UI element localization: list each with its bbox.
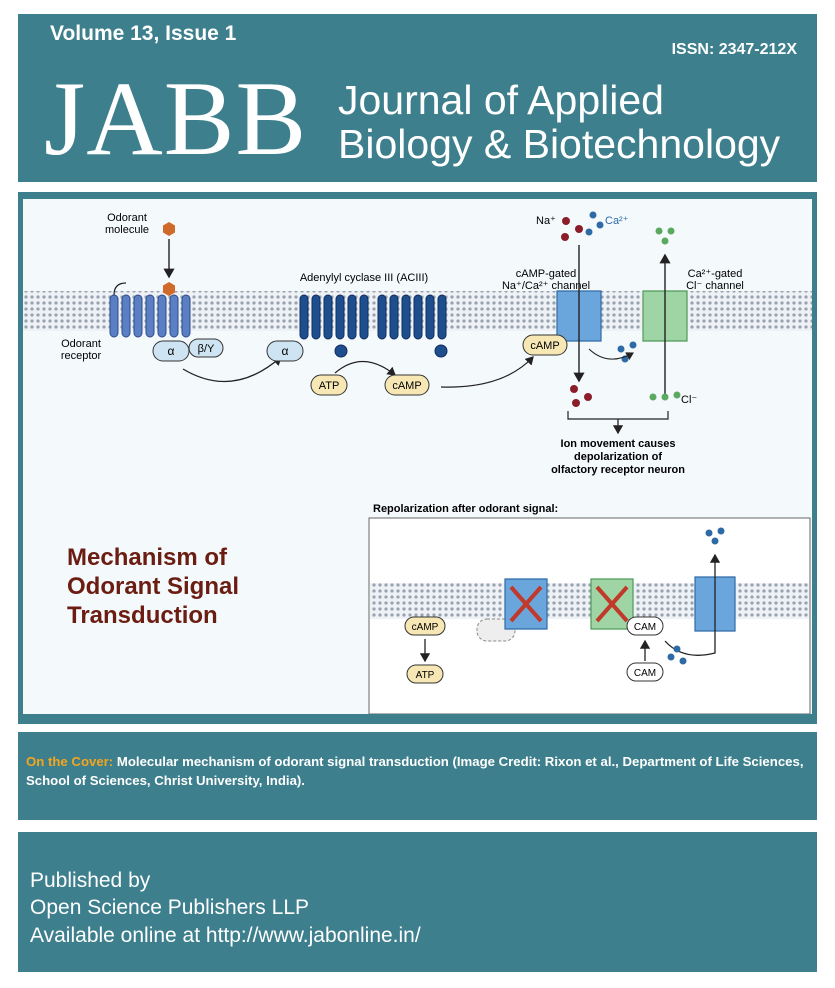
odorant-molecule-icon	[163, 222, 175, 236]
odorant-receptor-label-2: receptor	[61, 350, 102, 362]
publisher-name: Open Science Publishers LLP	[30, 896, 309, 919]
adenylyl-cyclase-label: Adenylyl cyclase III (ACIII)	[300, 272, 428, 284]
atp-label: ATP	[319, 380, 340, 392]
odorant-molecule-label-2: molecule	[105, 224, 149, 236]
cover-credit-text: On the Cover: Molecular mechanism of odo…	[26, 752, 807, 790]
cover-frame: Odorant molecule Odorant receptor α β/Y	[18, 192, 817, 724]
cover-credit: On the Cover: Molecular mechanism of odo…	[18, 732, 817, 820]
issn: ISSN: 2347-212X	[671, 41, 797, 58]
activated-g-alpha-label: α	[282, 344, 289, 358]
ion-movement-line3: olfactory receptor neuron	[551, 464, 685, 476]
cover-credit-label: On the Cover:	[26, 754, 114, 769]
sodium-ions	[561, 217, 592, 407]
repol-atp-token	[406, 664, 444, 684]
camp-channel-label-1: cAMP-gated	[516, 268, 577, 280]
odorant-receptor-label-1: Odorant	[61, 338, 101, 350]
cam-free-label: CAM	[634, 668, 656, 679]
cover-title-line3: Transduction	[67, 602, 218, 629]
journal-logo: JABB	[44, 60, 308, 177]
extruded-calcium-ions	[667, 527, 725, 665]
journal-header: Volume 13, Issue 1 ISSN: 2347-212X JABB …	[18, 14, 817, 182]
activated-g-alpha	[266, 340, 304, 362]
g-beta-gamma-subunit	[188, 338, 224, 358]
cl-channel-label-1: Ca²⁺-gated	[688, 268, 743, 280]
odorant-receptor	[109, 294, 191, 338]
repol-atp-label: ATP	[416, 670, 435, 681]
cover-title-line2: Odorant Signal	[67, 573, 239, 600]
repol-camp-label: cAMP	[412, 622, 439, 633]
cam-bound-token	[626, 616, 664, 636]
bound-camp-token	[522, 334, 568, 356]
journal-name-line2: Biology & Biotechnology	[338, 121, 781, 167]
bound-camp-label: cAMP	[530, 340, 559, 352]
repolarization-title: Repolarization after odorant signal:	[373, 503, 558, 515]
published-by: Published by	[30, 869, 151, 892]
repol-camp-token	[404, 616, 446, 636]
volume-issue: Volume 13, Issue 1	[50, 22, 237, 45]
publisher-url[interactable]: Available online at http://www.jabonline…	[30, 924, 421, 947]
journal-name: Journal of Applied Biology & Biotechnolo…	[338, 78, 780, 166]
cl-channel-label-2: Cl⁻ channel	[686, 280, 744, 292]
odorant-molecule-label-1: Odorant	[107, 212, 147, 224]
calcium-label: Ca²⁺	[605, 215, 629, 227]
atp-token	[310, 374, 348, 396]
sodium-label: Na⁺	[536, 215, 556, 227]
signal-transduction-diagram: Odorant molecule Odorant receptor α β/Y	[23, 199, 812, 715]
chloride-ions	[649, 227, 681, 401]
camp-channel-label-2: Na⁺/Ca²⁺ channel	[502, 280, 590, 292]
g-alpha-label: α	[168, 344, 175, 358]
adenylyl-cyclase	[299, 294, 448, 358]
journal-name-line1: Journal of Applied	[338, 77, 664, 123]
ion-movement-line1: Ion movement causes	[561, 438, 676, 450]
cover-illustration: Odorant molecule Odorant receptor α β/Y	[23, 199, 812, 715]
g-beta-gamma-label: β/Y	[198, 343, 215, 355]
chloride-label: Cl⁻	[681, 394, 697, 406]
bound-odorant-icon	[163, 282, 175, 296]
camp-label: cAMP	[392, 380, 421, 392]
cover-title-line1: Mechanism of	[67, 544, 228, 571]
camp-token	[384, 374, 430, 396]
cam-bound-label: CAM	[634, 622, 656, 633]
cover-credit-description: Molecular mechanism of odorant signal tr…	[26, 754, 804, 788]
repolarization-membrane	[370, 583, 809, 619]
calcium-ions	[585, 211, 637, 363]
cam-free-token	[626, 662, 664, 682]
ion-movement-line2: depolarization of	[574, 451, 662, 463]
publisher-info: Published by Open Science Publishers LLP…	[18, 832, 817, 972]
